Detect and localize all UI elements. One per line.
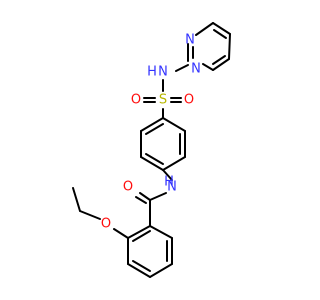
- bond: [139, 192, 151, 201]
- atom-n-amide: N: [167, 180, 177, 195]
- bond: [79, 210, 101, 220]
- bond: [149, 263, 173, 278]
- bond: [228, 33, 231, 60]
- bond: [195, 22, 214, 36]
- bond: [72, 187, 81, 212]
- bond: [162, 156, 186, 171]
- bond: [212, 55, 226, 65]
- bond: [127, 225, 151, 239]
- atom-h-amide: H: [164, 175, 174, 190]
- bond: [149, 225, 173, 239]
- bonds: [72, 22, 231, 278]
- bond: [212, 58, 230, 71]
- background: [0, 0, 300, 300]
- atom-n-sulfonamide: N: [158, 65, 168, 80]
- atom-h-sulfonamide: H: [147, 65, 157, 80]
- bond: [140, 117, 164, 132]
- atom-labels: N N N H S O O H N O O: [101, 33, 201, 232]
- bond: [140, 156, 164, 171]
- atom-n-pyrimidine-top: N: [185, 33, 195, 48]
- bond: [113, 228, 129, 239]
- molecule-structure: N N N H S O O H N O O: [0, 0, 300, 300]
- atom-o-sulfonyl-left: O: [131, 93, 141, 108]
- atom-o-carbonyl: O: [123, 180, 133, 195]
- atom-o-sulfonyl-right: O: [184, 93, 194, 108]
- bond: [162, 169, 173, 181]
- bond: [145, 123, 164, 135]
- bond: [127, 263, 151, 278]
- bond: [149, 192, 167, 201]
- bond: [132, 230, 151, 242]
- bond: [175, 64, 189, 72]
- bond: [132, 260, 151, 272]
- bond: [212, 22, 231, 35]
- bond: [135, 196, 147, 204]
- bond: [162, 117, 186, 132]
- bond: [213, 29, 227, 39]
- atom-n-pyrimidine-left: N: [191, 62, 201, 77]
- bond: [145, 153, 164, 165]
- atom-sulfur: S: [159, 93, 167, 108]
- atom-o-ether: O: [101, 217, 111, 232]
- bond: [202, 63, 214, 71]
